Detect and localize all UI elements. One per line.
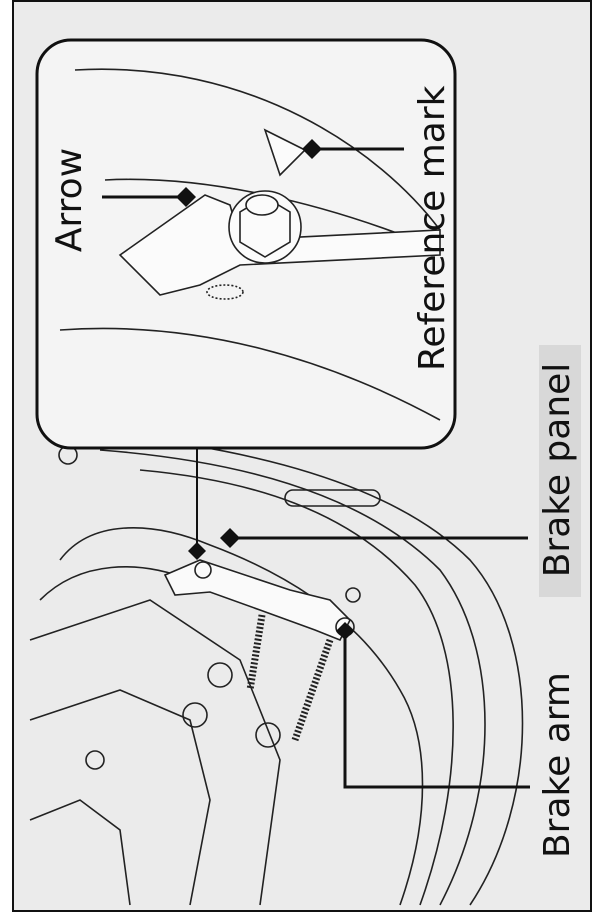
wheel-assembly (30, 430, 523, 905)
brake-panel-label: Brake panel (540, 345, 580, 595)
brake-panel-marker-diamond (220, 528, 240, 548)
swing-arm-lower (30, 800, 130, 905)
swing-arm-inner (30, 690, 210, 905)
bolt-1 (183, 703, 207, 727)
brake-rod-upper (250, 615, 262, 690)
panel-point-marker-diamond (188, 542, 206, 560)
brake-arm-adjuster (346, 588, 360, 602)
bolt-2 (208, 663, 232, 687)
bolt-4 (86, 751, 104, 769)
tire-inner-arc (100, 450, 485, 905)
brake-rod-lower (295, 640, 330, 740)
reference-mark-label: Reference mark (415, 97, 455, 371)
brake-arm-label: Brake arm (540, 655, 580, 875)
brake-arm-leader-line (345, 632, 530, 787)
swing-arm-outline (30, 600, 280, 905)
arrow-label: Arrow (52, 140, 92, 260)
bolt-3 (256, 723, 280, 747)
rim-arc (140, 470, 453, 905)
zoom-nut-top (246, 195, 278, 215)
brake-panel-edge (40, 567, 190, 600)
